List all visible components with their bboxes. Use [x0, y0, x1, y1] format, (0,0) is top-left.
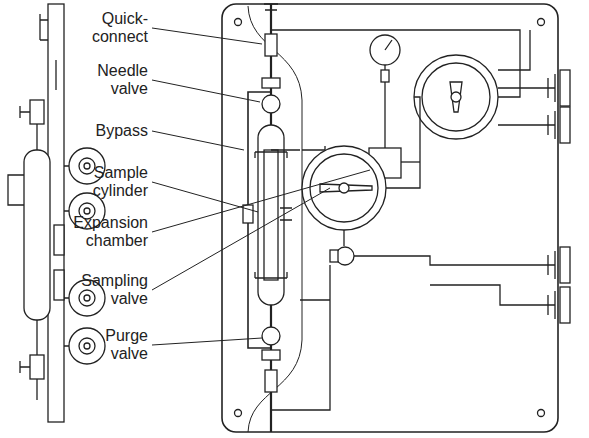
part-label: Purge valve: [88, 327, 148, 363]
leader-lines: [152, 28, 370, 345]
part-label: Bypass: [68, 122, 148, 140]
front-panel: [222, 4, 558, 432]
flanges: [548, 70, 570, 323]
side-view: [8, 4, 105, 422]
part-label: Quick-connect: [68, 10, 148, 46]
sample-line: [243, 4, 292, 432]
gauge-and-chamber: [369, 35, 420, 178]
part-label: Sample cylinder: [68, 164, 148, 200]
part-label: Expansion chamber: [68, 214, 148, 250]
part-label: Needle valve: [68, 62, 148, 98]
part-label: Sampling valve: [68, 272, 148, 308]
valves: [271, 30, 548, 410]
